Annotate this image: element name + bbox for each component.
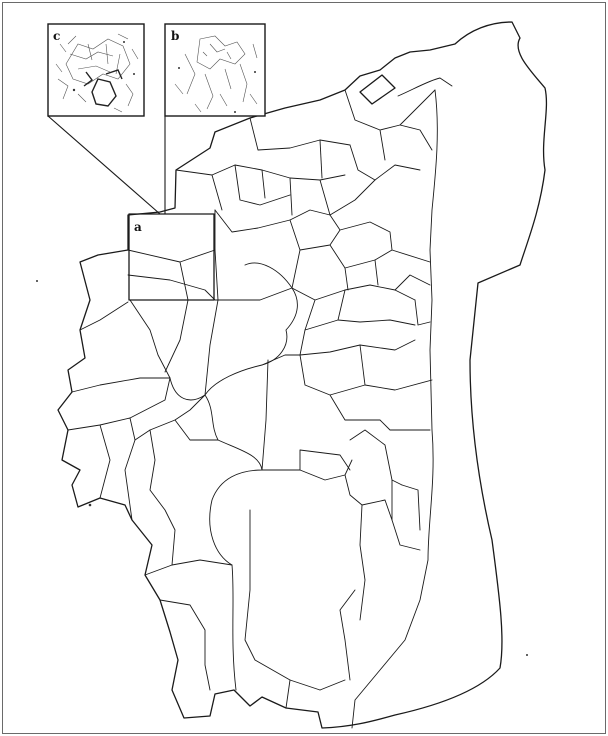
scan-speck xyxy=(36,280,38,282)
inset-panel-b: b xyxy=(164,23,266,117)
panel-b-label: b xyxy=(171,29,179,43)
river-corridor-east xyxy=(204,262,298,396)
panel-a-label: a xyxy=(134,220,142,234)
scan-speck xyxy=(526,654,528,656)
panel-c-label: c xyxy=(53,29,60,43)
harbour-outline xyxy=(359,74,396,105)
river-corridor-west xyxy=(169,377,263,691)
city-boundary xyxy=(57,21,548,729)
inset-panel-c: c xyxy=(47,23,145,117)
harbour-inner xyxy=(397,77,453,97)
study-area-box xyxy=(128,213,215,301)
district-lines xyxy=(67,89,436,709)
eastern-strip-edge xyxy=(351,89,438,729)
scan-speck xyxy=(88,503,92,507)
leader-line-c xyxy=(47,115,161,215)
